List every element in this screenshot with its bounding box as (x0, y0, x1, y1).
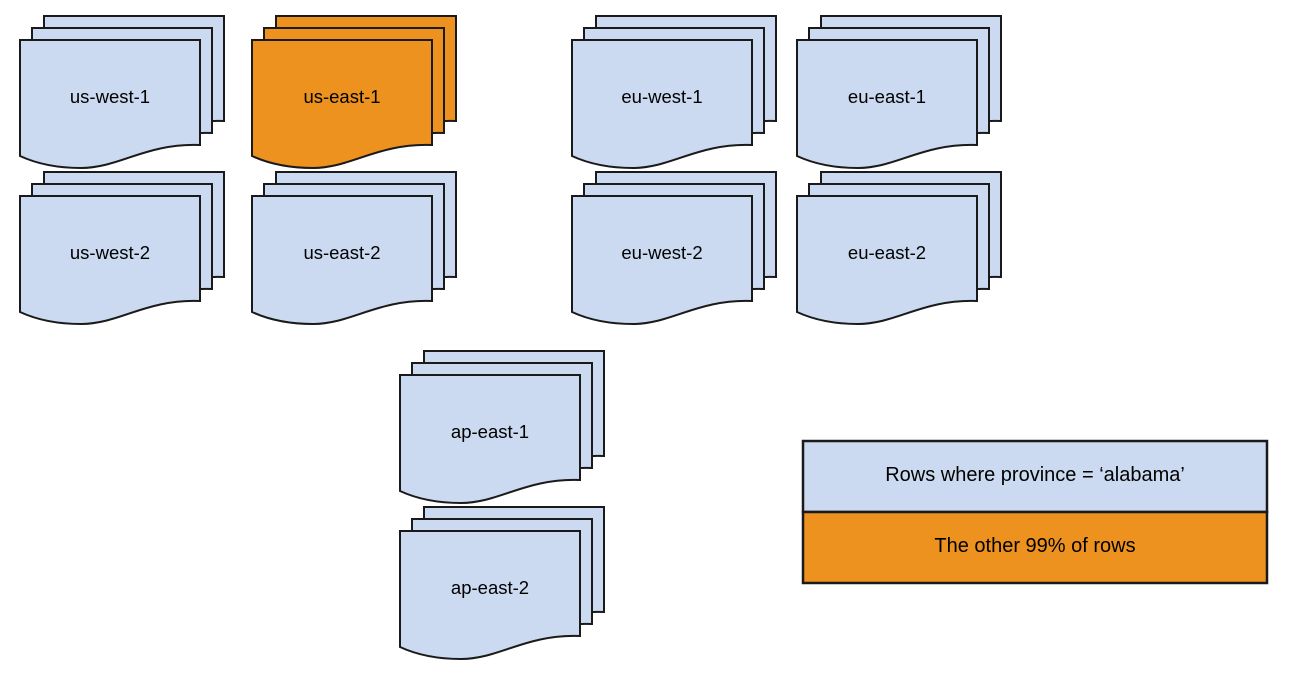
document-sheet-front (399, 374, 581, 505)
document-stack-eu-west-1[interactable] (571, 15, 777, 170)
document-stack-eu-west-2[interactable] (571, 171, 777, 326)
document-stack-us-west-2[interactable] (19, 171, 225, 326)
document-sheet-front (251, 195, 433, 326)
document-sheet-front (796, 195, 978, 326)
document-sheet-front (399, 530, 581, 661)
legend-swatch-legend-highlight (801, 510, 1269, 585)
stacks-layer (19, 15, 1002, 661)
legend-label-legend-highlight: The other 99% of rows (934, 534, 1136, 557)
document-sheet-front (19, 195, 201, 326)
legend-swatch-legend-normal (801, 439, 1269, 514)
document-stack-us-east-1[interactable] (251, 15, 457, 170)
document-sheet-front (796, 39, 978, 170)
document-stack-eu-east-2[interactable] (796, 171, 1002, 326)
document-sheet-front (19, 39, 201, 170)
document-stack-ap-east-1[interactable] (399, 350, 605, 505)
document-stack-us-west-1[interactable] (19, 15, 225, 170)
document-sheet-front (251, 39, 433, 170)
document-sheet-front (571, 39, 753, 170)
document-stack-ap-east-2[interactable] (399, 506, 605, 661)
document-stack-eu-east-1[interactable] (796, 15, 1002, 170)
document-stack-us-east-2[interactable] (251, 171, 457, 326)
legend-layer (801, 439, 1269, 585)
document-sheet-front (571, 195, 753, 326)
legend-label-legend-normal: Rows where province = ‘alabama’ (885, 463, 1185, 486)
